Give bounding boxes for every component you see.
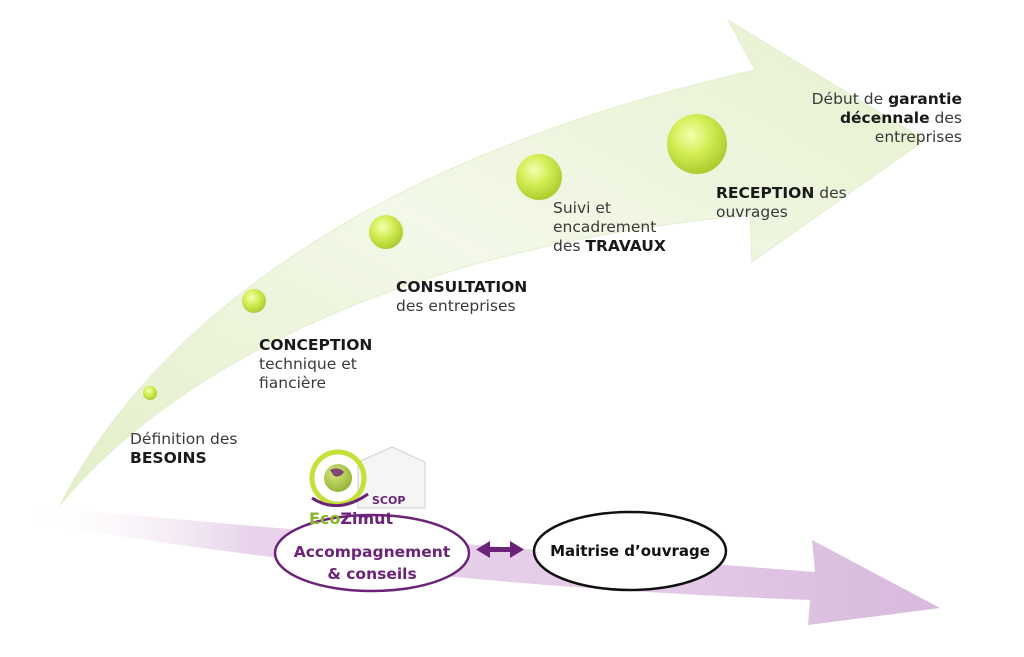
logo-ring-icon [309, 449, 367, 507]
step-label-conception: CONCEPTION technique et fiancière [259, 336, 373, 392]
step-ball-3 [369, 215, 403, 249]
step-ball-2 [242, 289, 266, 313]
step-label-reception: RECEPTION des ouvrages [716, 184, 847, 221]
step-ball-5 [667, 114, 727, 174]
step-ball-4 [516, 154, 562, 200]
logo-globe-icon [324, 464, 352, 492]
logo-scop: SCOP [372, 494, 406, 507]
accompaniment-label: Accompagnement & conseils [293, 543, 451, 583]
maitrise-oval [532, 510, 728, 592]
logo-wordmark: EcoZimut [309, 509, 394, 528]
accompaniment-oval [273, 513, 471, 593]
step-ball-1 [143, 386, 157, 400]
step-label-besoins: Définition des BESOINS [130, 430, 238, 467]
step-label-garantie: Début de garantie décennale des entrepri… [811, 90, 962, 146]
double-arrow-icon [476, 541, 524, 558]
step-balls [143, 114, 727, 400]
step-label-travaux: Suivi et encadrement des TRAVAUX [553, 199, 666, 255]
ecozimut-logo [309, 446, 426, 509]
timeline-arrow [20, 505, 940, 625]
step-label-consultation: CONSULTATION des entreprises [396, 278, 528, 315]
maitrise-label: Maitrise d’ouvrage [550, 542, 710, 560]
